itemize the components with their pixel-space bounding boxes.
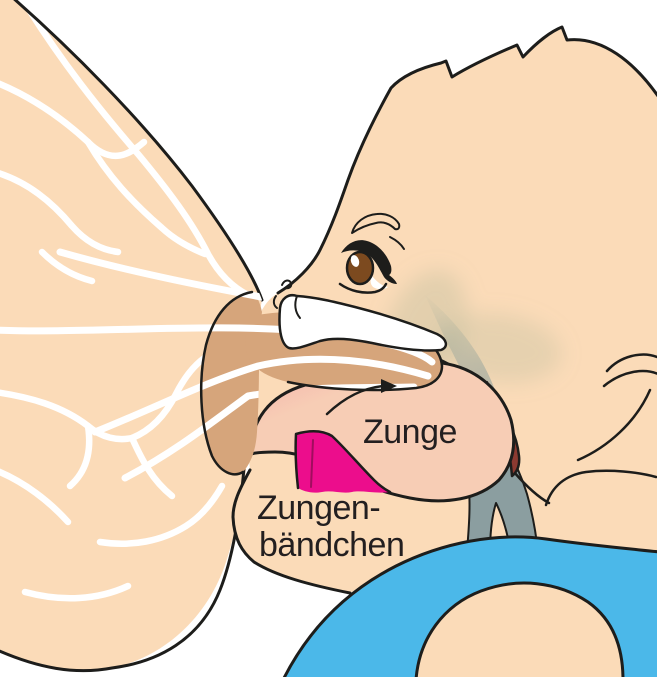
breast	[0, 0, 264, 673]
upper-lip-flange	[278, 294, 448, 352]
head-outline	[276, 25, 657, 295]
collar-outline	[282, 535, 657, 677]
tongue-motion-arrow	[325, 379, 397, 416]
shoulder-skin	[416, 583, 623, 677]
areola-outline	[199, 290, 254, 476]
annotations: Zunge Zungen- bändchen	[257, 379, 457, 564]
label-tongue: Zunge	[363, 413, 457, 451]
iris	[345, 250, 375, 286]
cheek-crease	[512, 470, 551, 505]
shoulder-outline	[414, 581, 625, 677]
chin-outline	[231, 468, 352, 595]
eye	[338, 240, 397, 294]
breast-outline-top	[13, 0, 264, 302]
eyebrow	[351, 212, 405, 250]
mouth-interior	[247, 344, 521, 503]
nose	[272, 279, 293, 309]
milk-ducts	[0, 4, 252, 602]
lip-fold	[294, 295, 301, 319]
arrowhead-icon	[381, 379, 397, 393]
ear	[544, 353, 657, 507]
frenulum-crease	[310, 439, 314, 488]
eye-highlight	[350, 255, 360, 267]
label-frenulum-line2: bändchen	[259, 526, 404, 564]
label-frenulum-line1: Zungen-	[257, 489, 380, 527]
nostril	[281, 279, 293, 290]
collar-shoulder	[282, 535, 657, 677]
frenulum	[294, 430, 392, 494]
lower-eyelid	[338, 282, 388, 294]
upper-eyelash	[341, 240, 397, 284]
